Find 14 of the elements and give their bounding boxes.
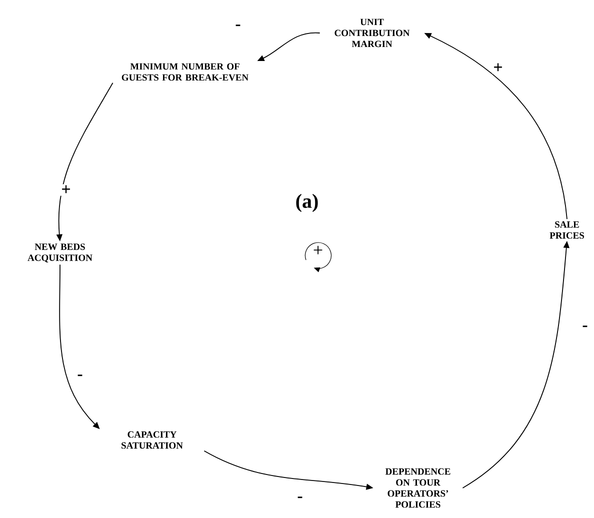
polarity-sign: - bbox=[76, 374, 84, 380]
variable-label: CAPACITY SATURATION bbox=[122, 431, 183, 449]
variable-label: DEPENDENCE ON TOUR OPERATORS’ POLICIES bbox=[385, 468, 450, 508]
polarity-sign: + bbox=[492, 62, 504, 74]
variable-label: UNIT CONTRIBUTION MARGIN bbox=[334, 18, 410, 48]
variable-label: NEW BEDS ACQUISITION bbox=[28, 244, 92, 262]
polarity-sign: + bbox=[60, 184, 72, 196]
variable-label: SALE PRICES bbox=[550, 221, 584, 239]
loop-label: + bbox=[314, 246, 322, 254]
polarity-sign: - bbox=[296, 496, 304, 502]
loop-label: (a) bbox=[296, 194, 318, 212]
polarity-sign: - bbox=[234, 24, 242, 30]
variable-label: MINIMUM NUMBER OF GUESTS FOR BREAK-EVEN bbox=[122, 63, 248, 81]
polarity-sign: - bbox=[581, 324, 589, 332]
